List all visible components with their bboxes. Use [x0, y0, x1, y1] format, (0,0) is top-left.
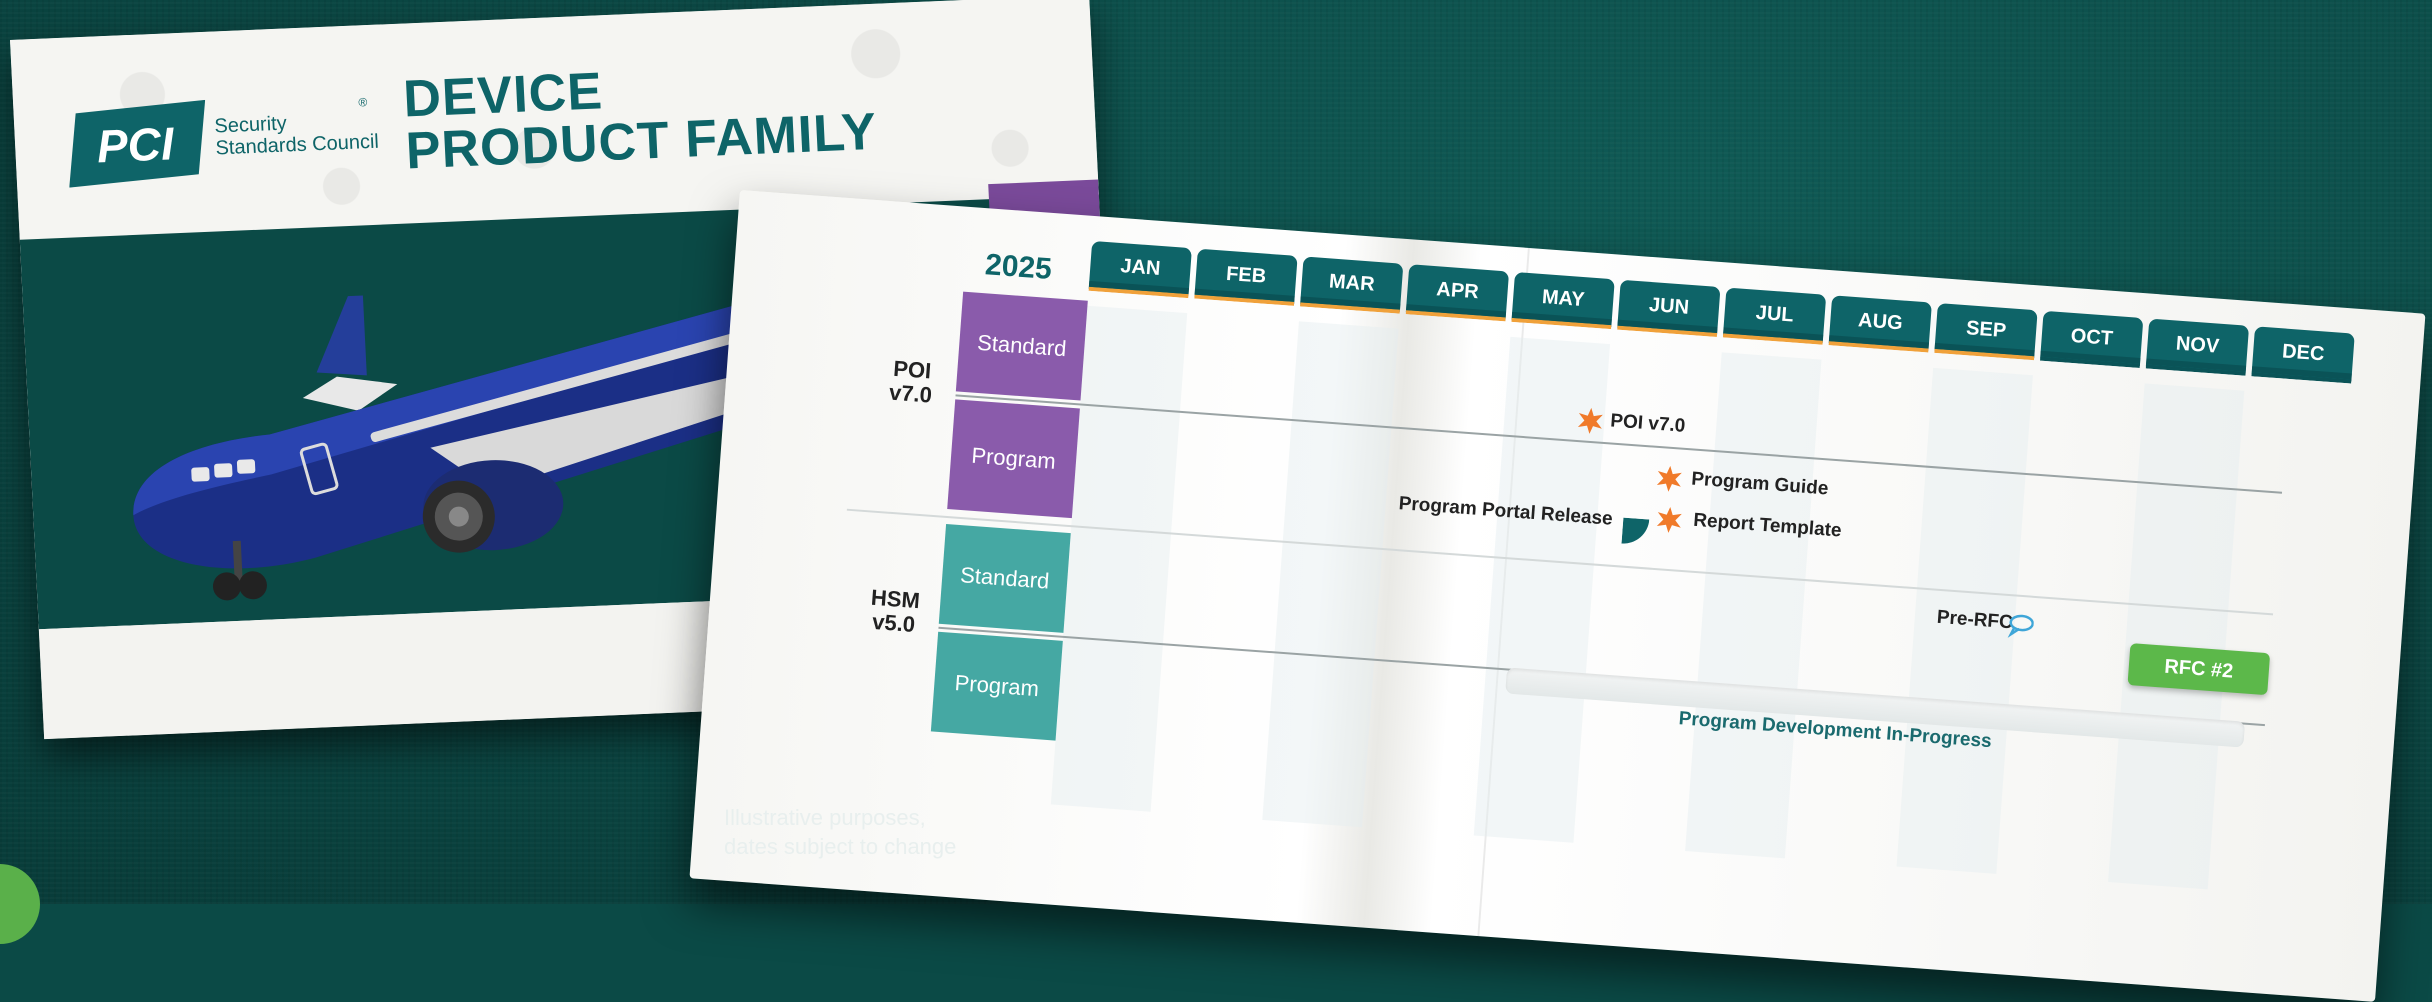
cover-title: DEVICE PRODUCT FAMILY [402, 54, 878, 180]
cover-header: PCI Security Standards Council ® DEVICE … [10, 0, 1099, 240]
group-label-poi-line2: v7.0 [888, 379, 933, 408]
event-poi-v7: POI v7.0 [1609, 410, 1686, 437]
month-tab-oct: OCT [2039, 310, 2144, 368]
council-name: Security Standards Council [214, 109, 379, 159]
footnote: Illustrative purposes, dates subject to … [724, 803, 956, 861]
quarter-circle-icon [1621, 517, 1650, 544]
timeline-brochure: 2025 JAN FEB MAR APR MAY JUN JUL AUG SEP… [689, 190, 2426, 1002]
timeline-year: 2025 [983, 248, 1053, 287]
month-tab-may: MAY [1511, 271, 1615, 330]
starburst-icon [1656, 506, 1682, 533]
month-tab-nov: NOV [2145, 318, 2250, 376]
footnote-line2: dates subject to change [724, 834, 957, 859]
month-tab-jun: JUN [1617, 279, 1721, 337]
logo-mark: PCI [96, 117, 176, 172]
airplane-icon [133, 275, 868, 601]
poi-standard-row: Standard [955, 291, 1088, 401]
month-tab-sep: SEP [1934, 303, 2038, 361]
month-tab-apr: APR [1405, 264, 1510, 322]
month-tab-feb: FEB [1194, 248, 1298, 306]
month-column-nov [2107, 383, 2245, 890]
poi-program-row: Program [947, 399, 1080, 519]
group-label-hsm: HSM v5.0 [858, 585, 931, 638]
cover-brochure: PCI Security Standards Council ® DEVICE … [10, 0, 1124, 740]
month-tab-dec: DEC [2251, 326, 2355, 384]
footnote-line1: Illustrative purposes, [724, 805, 926, 830]
hsm-standard-row: Standard [938, 523, 1071, 633]
month-tab-jan: JAN [1088, 240, 1192, 299]
month-tab-mar: MAR [1299, 256, 1404, 314]
speech-bubble-icon [2007, 614, 2034, 638]
month-column-jul [1685, 352, 1822, 859]
group-label-poi: POI v7.0 [875, 356, 948, 409]
hsm-program-row: Program [930, 631, 1063, 741]
month-tab-aug: AUG [1828, 295, 1932, 353]
registered-mark: ® [358, 95, 368, 110]
month-tab-jul: JUL [1722, 287, 1827, 345]
pci-logo-icon: PCI [69, 99, 206, 188]
starburst-icon [1656, 465, 1682, 492]
starburst-icon [1577, 407, 1603, 434]
month-column-mar [1262, 321, 1399, 828]
